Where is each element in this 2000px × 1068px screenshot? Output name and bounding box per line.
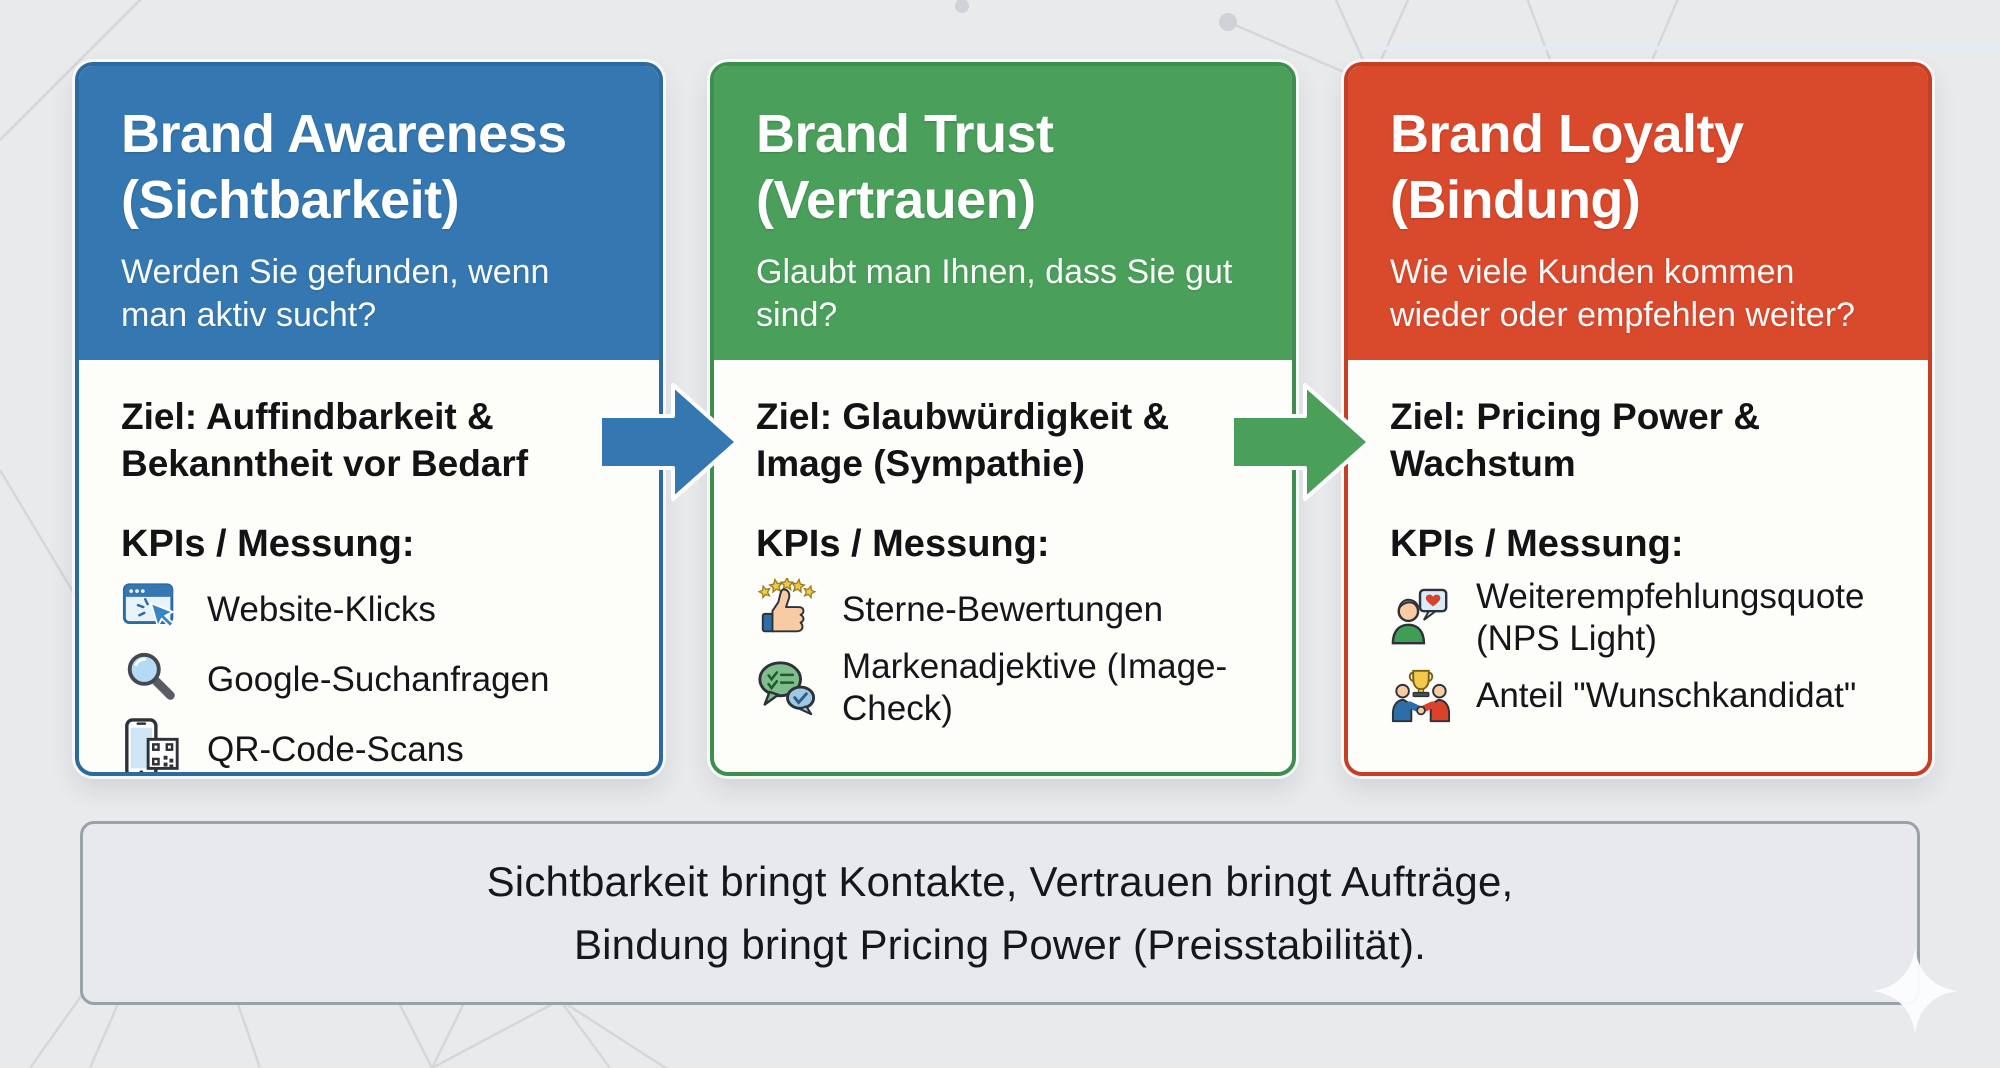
kpi-label: Sterne-Bewertungen: [842, 589, 1164, 629]
kpi-list: Sterne-Bewertungen: [756, 576, 1256, 729]
card-header: Brand Awareness(Sichtbarkeit) Werden Sie…: [79, 66, 659, 360]
card-body: Ziel: Auffindbarkeit & Bekanntheit vor B…: [79, 360, 659, 772]
summary-line2: Bindung bringt Pricing Power (Preisstabi…: [573, 921, 1427, 968]
search-icon: [121, 648, 183, 710]
card-brand-awareness: Brand Awareness(Sichtbarkeit) Werden Sie…: [75, 62, 663, 776]
card-question: Wie viele Kunden kommen wieder oder empf…: [1390, 252, 1855, 334]
card-title-line1: Brand Trust: [756, 104, 1054, 164]
sparkle-icon: [1872, 948, 1958, 1034]
card-title-line1: Brand Awareness: [121, 104, 567, 164]
kpi-item: Google-Suchanfragen: [121, 646, 623, 712]
summary-box: Sichtbarkeit bringt Kontakte, Vertrauen …: [80, 821, 1920, 1005]
card-title: Brand Trust(Vertrauen): [756, 102, 1254, 234]
chat-bubbles-check-icon: [756, 657, 818, 719]
flow-arrow-awareness-to-trust: [599, 383, 739, 503]
kpi-item: Markenadjektive (Image-Check): [756, 646, 1256, 729]
kpi-heading: KPIs / Messung:: [1390, 523, 1684, 566]
card-header: Brand Trust(Vertrauen) Glaubt man Ihnen,…: [714, 66, 1292, 360]
goal-text: Ziel: Glaubwürdigkeit & Image (Sympathie…: [756, 396, 1170, 484]
qr-scan-icon: [121, 718, 183, 772]
card-title-line2: (Bindung): [1390, 169, 1641, 230]
kpi-label: Website-Klicks: [207, 589, 436, 629]
card-title-line2: (Sichtbarkeit): [121, 169, 460, 230]
kpi-label: QR-Code-Scans: [207, 729, 464, 769]
kpi-item: Website-Klicks: [121, 576, 623, 642]
kpi-item: QR-Code-Scans: [121, 716, 623, 772]
card-brand-trust: Brand Trust(Vertrauen) Glaubt man Ihnen,…: [710, 62, 1296, 776]
kpi-heading: KPIs / Messung:: [756, 523, 1050, 566]
card-question: Glaubt man Ihnen, dass Sie gut sind?: [756, 252, 1233, 334]
card-title: Brand Loyalty(Bindung): [1390, 102, 1890, 234]
card-header: Brand Loyalty(Bindung) Wie viele Kunden …: [1348, 66, 1928, 360]
card-body: Ziel: Pricing Power & Wachstum KPIs / Me…: [1348, 360, 1928, 729]
kpi-item: Anteil "Wunschkandidat": [1390, 663, 1892, 729]
kpi-label: Anteil "Wunschkandidat": [1476, 676, 1857, 716]
person-recommend-icon: [1390, 587, 1452, 649]
kpi-item: Sterne-Bewertungen: [756, 576, 1256, 642]
handshake-trophy-icon: [1390, 665, 1452, 727]
kpi-label: Google-Suchanfragen: [207, 659, 550, 699]
card-title-line1: Brand Loyalty: [1390, 104, 1744, 164]
kpi-list: Website-Klicks Google-Suchanfragen: [121, 576, 623, 772]
goal-text: Ziel: Pricing Power & Wachstum: [1390, 396, 1761, 484]
goal-text: Ziel: Auffindbarkeit & Bekanntheit vor B…: [121, 396, 529, 484]
card-title-line2: (Vertrauen): [756, 169, 1036, 230]
kpi-heading: KPIs / Messung:: [121, 523, 415, 566]
browser-click-icon: [121, 578, 183, 640]
summary-line1: Sichtbarkeit bringt Kontakte, Vertrauen …: [486, 858, 1514, 905]
flow-arrow-trust-to-loyalty: [1231, 383, 1371, 503]
card-brand-loyalty: Brand Loyalty(Bindung) Wie viele Kunden …: [1344, 62, 1932, 776]
kpi-list: Weiterempfehlungsquote (NPS Light): [1390, 576, 1892, 729]
card-question: Werden Sie gefunden, wenn man aktiv such…: [121, 252, 550, 334]
card-title: Brand Awareness(Sichtbarkeit): [121, 102, 621, 234]
card-body: Ziel: Glaubwürdigkeit & Image (Sympathie…: [714, 360, 1292, 729]
kpi-item: Weiterempfehlungsquote (NPS Light): [1390, 576, 1892, 659]
stars-thumbsup-icon: [756, 578, 818, 640]
kpi-label: Markenadjektive (Image-Check): [842, 647, 1228, 728]
kpi-label: Weiterempfehlungsquote (NPS Light): [1476, 577, 1865, 658]
